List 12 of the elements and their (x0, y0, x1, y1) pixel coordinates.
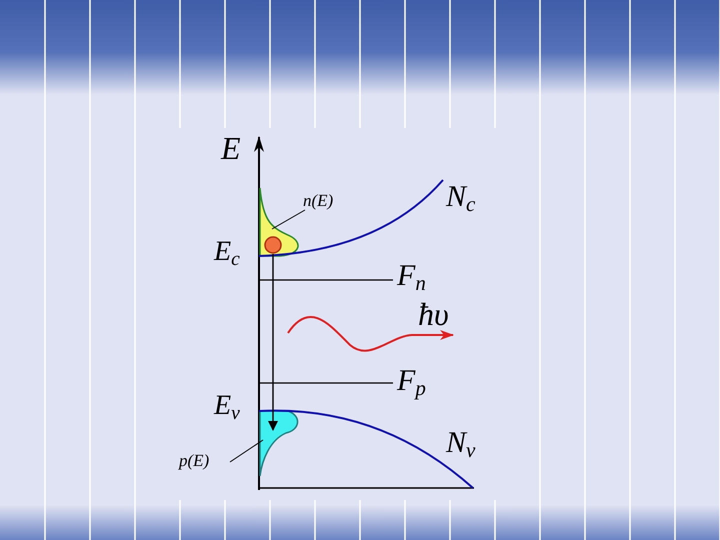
symbol-label: E$_{v}$ (214, 392, 240, 420)
leader-line (272, 210, 306, 230)
leader-line (230, 440, 264, 462)
curve-label: n(E) (303, 191, 334, 210)
symbol-label: E (221, 132, 241, 164)
symbol-label: E$_{c}$ (214, 238, 240, 266)
symbol-label: N$_{c}$ (446, 182, 476, 212)
curve-label: p(E) (179, 451, 210, 470)
transition-arrow (268, 254, 278, 431)
symbol-label: ħυ (418, 298, 449, 330)
symbol-label: N$_{v}$ (446, 428, 476, 458)
symbol-label: F$_{n}$ (397, 261, 426, 291)
